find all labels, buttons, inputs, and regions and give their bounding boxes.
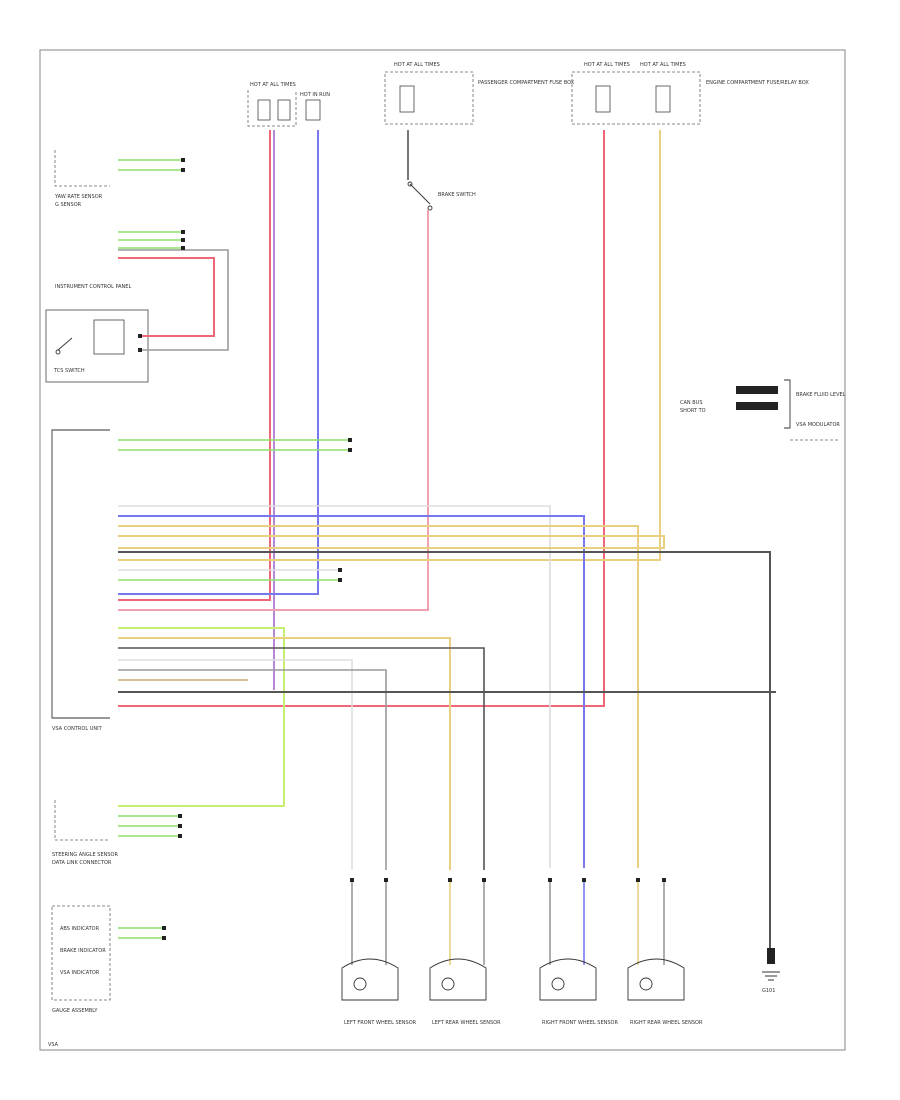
label-top-e2: ENGINE COMPARTMENT FUSE/RELAY BOX xyxy=(706,80,809,86)
wire-7 xyxy=(118,249,229,351)
wire-27 xyxy=(118,659,353,870)
wire-26 xyxy=(118,647,485,870)
power-source-group: HOT AT ALL TIMES HOT IN RUN HOT AT ALL T… xyxy=(247,62,809,211)
ground-symbol: G101 xyxy=(762,948,780,994)
label-left-2: G SENSOR xyxy=(55,202,82,208)
connector-pin xyxy=(181,230,185,234)
connector-pin xyxy=(138,334,142,338)
connector-pin xyxy=(582,878,586,882)
wire-12 xyxy=(118,210,429,611)
connector-pin xyxy=(636,878,640,882)
wire-28 xyxy=(118,669,387,870)
label-top-a1: HOT AT ALL TIMES xyxy=(250,82,296,88)
right-rear-wheel-sensor: RIGHT REAR WHEEL SENSOR xyxy=(627,958,703,1026)
right-front-wheel-sensor: RIGHT FRONT WHEEL SENSOR xyxy=(539,958,618,1026)
connector-layer xyxy=(138,158,666,940)
left-component-group: YAW RATE SENSOR G SENSOR INSTRUMENT CONT… xyxy=(45,150,149,1048)
label-top-c2: PASSENGER COMPARTMENT FUSE BOX xyxy=(478,80,575,86)
label-left-5: VSA CONTROL UNIT xyxy=(52,726,103,732)
label-top-d1: HOT AT ALL TIMES xyxy=(584,62,630,68)
connector-pin xyxy=(548,878,552,882)
label-right-3: BRAKE FLUID LEVEL xyxy=(796,392,846,398)
connector-pin xyxy=(348,448,352,452)
diagram-frame xyxy=(39,49,846,1051)
right-component-group: CAN BUS SHORT TO BRAKE FLUID LEVEL VSA M… xyxy=(680,379,846,441)
label-left-3: INSTRUMENT CONTROL PANEL xyxy=(55,284,131,290)
connector-pin xyxy=(181,158,185,162)
label-sensor-1: LEFT FRONT WHEEL SENSOR xyxy=(344,1020,417,1026)
connector-pin xyxy=(178,814,182,818)
can-bus-connector-2 xyxy=(736,402,778,410)
label-right-2: SHORT TO xyxy=(680,408,706,414)
connector-pin xyxy=(138,348,142,352)
wire-layer xyxy=(118,130,776,965)
wheel-sensor-group: LEFT FRONT WHEEL SENSOR LEFT REAR WHEEL … xyxy=(341,948,780,1026)
connector-pin xyxy=(482,878,486,882)
label-left-1: YAW RATE SENSOR xyxy=(54,194,103,200)
label-left-8: ABS INDICATOR xyxy=(60,926,100,932)
connector-pin xyxy=(338,568,342,572)
wire-6 xyxy=(118,257,215,337)
left-front-wheel-sensor: LEFT FRONT WHEEL SENSOR xyxy=(341,958,417,1026)
wire-25 xyxy=(118,637,451,870)
label-top-c1: HOT AT ALL TIMES xyxy=(394,62,440,68)
connector-pin xyxy=(178,824,182,828)
label-sensor-2: LEFT REAR WHEEL SENSOR xyxy=(432,1020,501,1026)
wire-14 xyxy=(118,130,661,561)
wire-17 xyxy=(118,505,551,868)
wire-9 xyxy=(118,130,271,601)
wire-21 xyxy=(118,551,771,948)
label-left-10: VSA INDICATOR xyxy=(60,970,100,976)
label-left-6: STEERING ANGLE SENSOR xyxy=(52,852,118,858)
label-left-11: GAUGE ASSEMBLY xyxy=(52,1008,98,1014)
label-sensor-3: RIGHT FRONT WHEEL SENSOR xyxy=(542,1020,618,1026)
connector-pin xyxy=(348,438,352,442)
connector-pin xyxy=(662,878,666,882)
label-brake-switch: BRAKE SWITCH xyxy=(438,192,476,198)
label-left-9: BRAKE INDICATOR xyxy=(60,948,106,954)
label-footer: VSA xyxy=(48,1042,59,1048)
wire-24 xyxy=(118,627,285,807)
label-top-b1: HOT IN RUN xyxy=(300,92,330,98)
label-left-4: TCS SWITCH xyxy=(53,368,85,374)
connector-pin xyxy=(181,168,185,172)
left-rear-wheel-sensor: LEFT REAR WHEEL SENSOR xyxy=(429,958,501,1026)
connector-pin xyxy=(338,578,342,582)
connector-pin xyxy=(178,834,182,838)
connector-pin xyxy=(384,878,388,882)
label-left-7: DATA LINK CONNECTOR xyxy=(52,860,112,866)
connector-pin xyxy=(448,878,452,882)
label-right-1: CAN BUS xyxy=(680,400,703,406)
label-right-4: VSA MODULATOR xyxy=(796,422,840,428)
wire-19 xyxy=(118,525,639,868)
wire-10 xyxy=(118,130,319,595)
connector-pin xyxy=(162,936,166,940)
label-top-e1: HOT AT ALL TIMES xyxy=(640,62,686,68)
connector-pin xyxy=(162,926,166,930)
label-ground: G101 xyxy=(762,988,775,994)
wire-18 xyxy=(118,515,585,868)
connector-pin xyxy=(181,246,185,250)
wire-13 xyxy=(118,130,605,707)
label-sensor-4: RIGHT REAR WHEEL SENSOR xyxy=(630,1020,703,1026)
can-bus-connector-1 xyxy=(736,386,778,394)
wire-20 xyxy=(118,535,665,549)
connector-pin xyxy=(350,878,354,882)
connector-pin xyxy=(181,238,185,242)
